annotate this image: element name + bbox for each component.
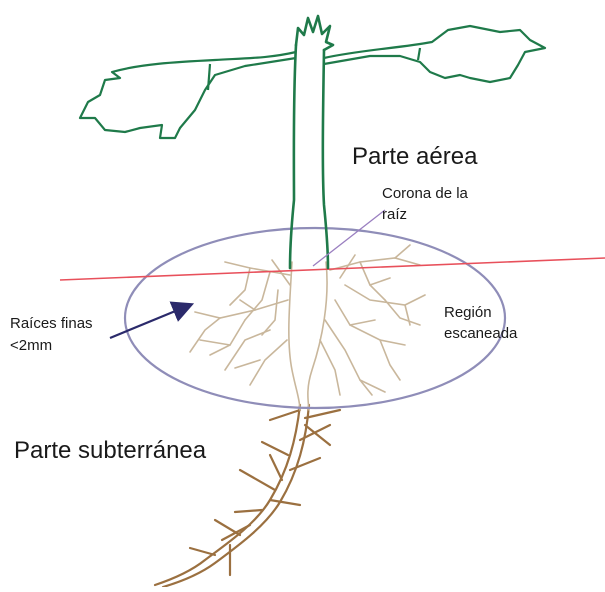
soil-surface-line [60, 258, 605, 280]
root-crown-label-line2: raíz [382, 206, 407, 223]
aerial-part-label: Parte aérea [352, 143, 477, 171]
main-roots [155, 405, 340, 587]
scanned-region-label-line1: Región [444, 304, 492, 321]
leaves [80, 26, 545, 138]
root-crown-label-line1: Corona de la [382, 185, 468, 202]
fine-roots-label-line2: <2mm [10, 337, 52, 354]
scanned-region-label-line2: escaneada [444, 325, 517, 342]
plant-stem [290, 16, 333, 268]
fine-roots-label-line1: Raíces finas [10, 315, 93, 332]
root-crown-pointer [313, 210, 385, 266]
fine-roots-arrow [110, 305, 190, 338]
underground-part-label: Parte subterránea [14, 437, 206, 465]
